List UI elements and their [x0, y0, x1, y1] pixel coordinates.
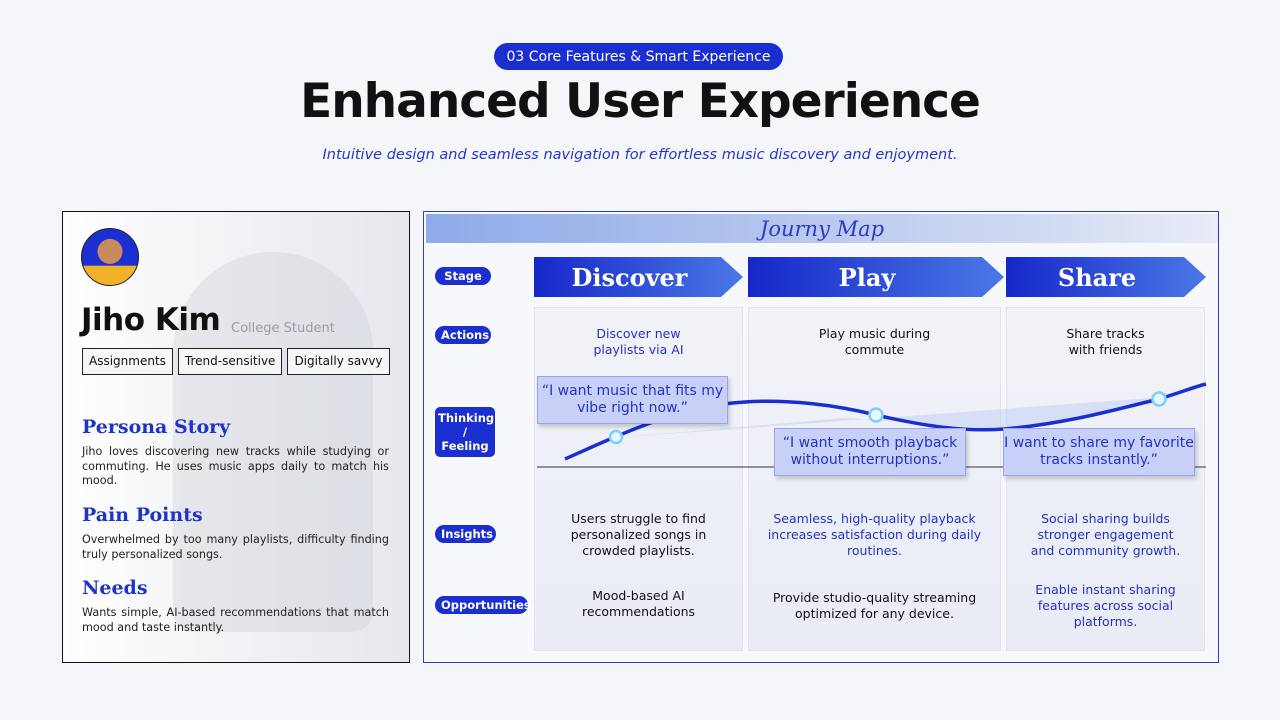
- needs-text: Wants simple, AI-based recommendations t…: [82, 606, 389, 634]
- insight-text: Seamless, high-quality playback increase…: [767, 511, 982, 558]
- curve-point: [608, 429, 624, 445]
- page-title: Enhanced User Experience: [300, 74, 981, 129]
- stage-share: Share: [1006, 257, 1206, 297]
- section-pill: 03 Core Features & Smart Experience: [494, 43, 783, 70]
- journey-map: Journy Map Stage Actions Thinking / Feel…: [423, 211, 1219, 663]
- persona-role: College Student: [231, 321, 335, 336]
- avatar: [81, 228, 139, 286]
- quote-share: I want to share my favorite tracks insta…: [1003, 428, 1195, 476]
- insight-text: Social sharing builds stronger engagemen…: [1030, 511, 1181, 558]
- quote-discover: “I want music that fits my vibe right no…: [537, 376, 728, 424]
- curve-point: [1151, 391, 1167, 407]
- label-insights: Insights: [435, 525, 496, 543]
- column-discover: Discover new playlists via AI Users stru…: [534, 307, 743, 651]
- opportunity-text: Enable instant sharing features across s…: [1035, 582, 1176, 629]
- label-thinking: Thinking / Feeling: [435, 407, 495, 457]
- label-stage: Stage: [435, 267, 491, 285]
- stage-play: Play: [748, 257, 1004, 297]
- background-photo: [173, 252, 373, 632]
- opportunity-text: Provide studio-quality streaming optimiz…: [772, 590, 977, 621]
- tag: Assignments: [82, 348, 173, 375]
- page-subtitle: Intuitive design and seamless navigation…: [322, 147, 958, 163]
- story-text: Jiho loves discovering new tracks while …: [82, 445, 389, 487]
- label-actions: Actions: [435, 326, 491, 344]
- needs-heading: Needs: [82, 577, 148, 599]
- persona-name: Jiho Kim: [81, 302, 221, 338]
- persona-card: Jiho Kim College Student Assignments Tre…: [62, 211, 410, 663]
- label-opportunities: Opportunities: [435, 596, 531, 614]
- column-play: Play music during commute Seamless, high…: [748, 307, 1001, 651]
- journey-title: Journy Map: [426, 214, 1218, 243]
- column-share: Share tracks with friends Social sharing…: [1006, 307, 1205, 651]
- quote-play: “I want smooth playback without interrup…: [774, 428, 966, 476]
- stage-discover: Discover: [534, 257, 743, 297]
- opportunity-text: Mood-based AI recommendations: [581, 588, 696, 619]
- curve-point: [868, 407, 884, 423]
- story-heading: Persona Story: [82, 416, 231, 438]
- pain-heading: Pain Points: [82, 504, 203, 526]
- tag: Digitally savvy: [287, 348, 390, 375]
- action-text: Share tracks with friends: [1066, 326, 1145, 357]
- action-text: Play music during commute: [818, 326, 931, 357]
- action-text: Discover new playlists via AI: [593, 326, 684, 357]
- persona-tags: Assignments Trend-sensitive Digitally sa…: [82, 348, 390, 375]
- pain-text: Overwhelmed by too many playlists, diffi…: [82, 533, 389, 561]
- tag: Trend-sensitive: [177, 348, 283, 375]
- insight-text: Users struggle to find personalized song…: [570, 511, 707, 558]
